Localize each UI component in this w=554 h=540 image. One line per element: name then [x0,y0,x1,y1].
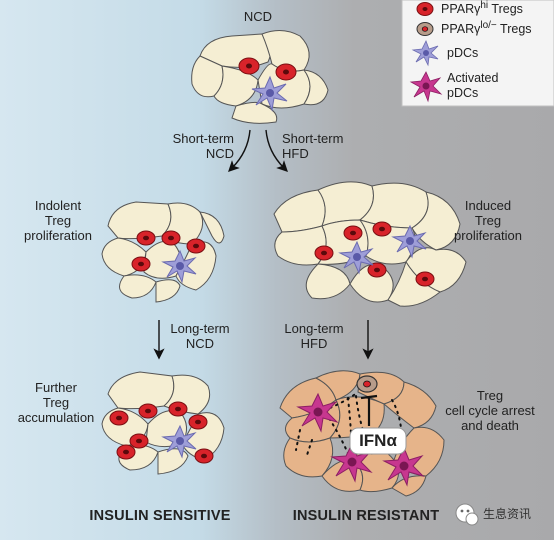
insulin-sensitive-label: INSULIN SENSITIVE [89,508,231,524]
legend-pdc-label: pDCs [447,46,479,60]
inhibition-symbol [360,394,378,426]
short-term-ncd-line1: Short-term [172,131,234,146]
right-mid-label: Induced Treg proliferation [454,198,522,243]
top-ncd-label: NCD [243,9,273,24]
left-bottom-pdc [161,424,197,459]
right-mid-pdcs [338,224,427,275]
long-term-hfd-label: Long-term HFD [284,321,344,351]
short-term-hfd-line2: HFD [282,146,309,161]
right-bottom-activated-pdcs [296,392,425,487]
legend-icons [409,2,443,103]
legend-activated-pdc-icon [409,71,443,103]
insulin-resistant-label: INSULIN RESISTANT [292,508,440,524]
short-term-ncd-line2: NCD [205,146,234,161]
left-mid-treg-cells [131,230,206,272]
flow-arrows [153,129,374,360]
short-term-ncd-arrow [228,129,251,172]
legend-treg-lo-label: PPARγlo/− Tregs [441,20,532,36]
right-bottom-label: Treg cell cycle arrest and death [445,388,535,433]
short-term-hfd-arrow [265,129,288,172]
left-mid-adipose-cluster [101,201,225,303]
legend-pdc-icon [411,40,439,67]
short-term-hfd-line1: Short-term [282,131,344,146]
right-mid-treg-cells [314,221,435,287]
ppar-lo-treg [356,375,378,393]
top-pdc [251,75,288,112]
wechat-logo-icon [455,503,479,526]
legend-activated-pdc-label: Activated pDCs [447,71,499,100]
watermark-text: 生息资讯 [483,507,532,521]
long-term-ncd-label: Long-term NCD [170,321,230,351]
left-bottom-label: Further Treg accumulation [17,380,95,425]
short-term-hfd-label: Short-term HFD [282,131,366,161]
ifn-alpha-box [349,427,407,455]
top-treg-cells [238,57,297,81]
short-term-ncd-label: Short-term NCD [150,131,234,161]
left-mid-label: Indolent Treg proliferation [24,198,92,243]
left-bottom-treg-cells [109,401,214,464]
legend-treg-hi-label: PPARγhi Tregs [441,0,523,16]
left-mid-pdc [161,249,197,284]
ifn-alpha-label: IFNα [359,431,397,450]
